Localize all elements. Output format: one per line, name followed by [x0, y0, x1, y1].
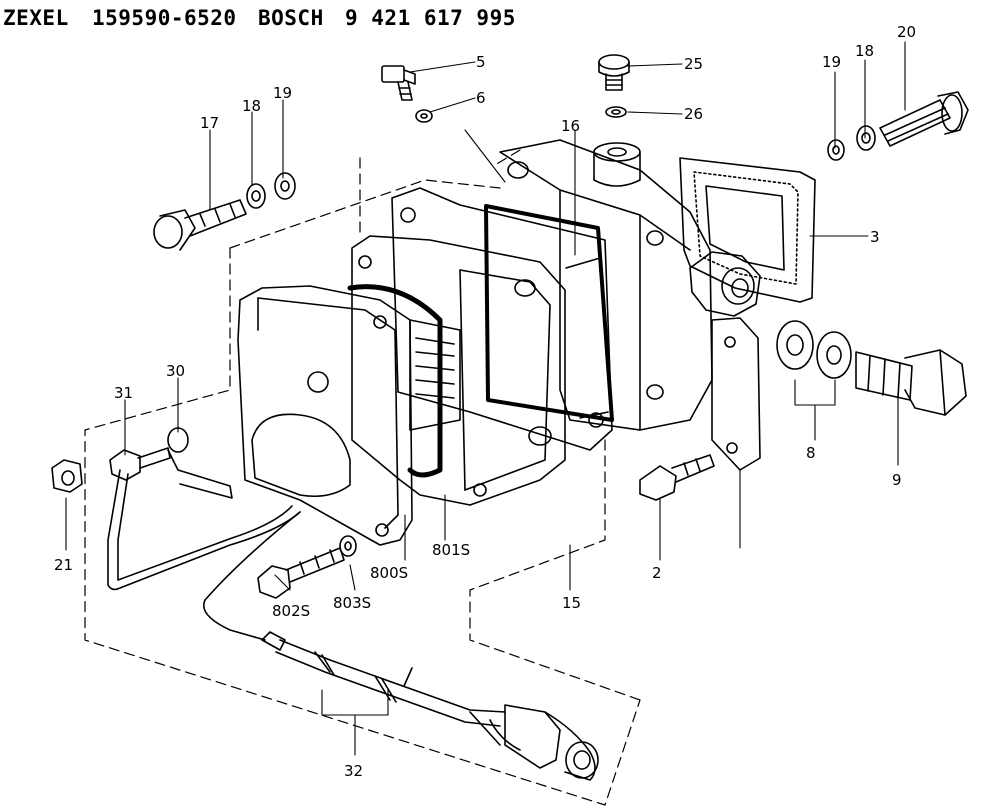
callout-label-19b: 19: [273, 84, 292, 102]
callout-label-9: 9: [892, 471, 902, 489]
bracket-plate-part: [711, 317, 761, 471]
bolt-802s-part: [257, 547, 345, 599]
wire-harness-loop-part: [107, 469, 301, 641]
dashed-assembly-outline: [84, 149, 641, 806]
hex-fitting-part: [689, 251, 761, 317]
middle-frame-part: [391, 187, 614, 451]
washer-18-right-part: [856, 125, 876, 151]
callout-label-802s: 802S: [272, 602, 310, 620]
callout-label-8: 8: [806, 444, 816, 462]
callout-label-803s: 803S: [333, 594, 371, 612]
connector-cable-part: [261, 631, 599, 781]
callout-label-5: 5: [476, 53, 486, 71]
washer-8-a-part: [776, 320, 814, 370]
callout-label-25: 25: [684, 55, 703, 73]
washer-19-right-part: [827, 139, 845, 161]
nut-21-part: [51, 459, 83, 493]
callout-label-26: 26: [684, 105, 703, 123]
callout-label-18a: 18: [855, 42, 874, 60]
callout-label-15: 15: [562, 594, 581, 612]
washer-8-b-part: [816, 331, 852, 379]
leader-lines: [65, 41, 906, 756]
screw-2-part: [639, 454, 715, 501]
callout-label-32: 32: [344, 762, 363, 780]
screw-25-part: [598, 54, 630, 91]
callout-label-800s: 800S: [370, 564, 408, 582]
washer-19-left-part: [274, 172, 296, 200]
callout-label-17: 17: [200, 114, 219, 132]
rear-housing-part: [499, 139, 713, 431]
callout-label-21: 21: [54, 556, 73, 574]
gasket-3-part: [679, 157, 816, 303]
callout-label-16: 16: [561, 117, 580, 135]
callout-label-30: 30: [166, 362, 185, 380]
screw-5-part: [381, 65, 416, 101]
diagram-header: ZEXEL 159590-6520 BOSCH 9 421 617 995: [0, 0, 986, 40]
washer-803s-part: [339, 535, 357, 557]
inner-housing-part: [351, 235, 566, 506]
front-cover-part: [237, 285, 413, 546]
callout-label-19a: 19: [822, 53, 841, 71]
brand-zexel: ZEXEL: [3, 6, 69, 30]
bracket-30-part: [167, 427, 233, 499]
callout-label-3: 3: [870, 228, 880, 246]
washer-18-left-part: [246, 183, 266, 209]
washer-6-part: [415, 109, 433, 123]
callout-label-20: 20: [897, 23, 916, 41]
bolt-9-part: [855, 349, 967, 416]
callout-label-801s: 801S: [432, 541, 470, 559]
callout-label-18b: 18: [242, 97, 261, 115]
callout-labels: 5 6 25 26 16 19 18 20 17 18 19 3 31 30 8 9 21 2 801S 800S 80…: [54, 23, 916, 780]
bolt-17-part: [153, 199, 247, 251]
oring-801s-part: [347, 284, 443, 478]
part-number-zexel: 159590-6520: [92, 6, 237, 30]
part-number-bosch: 9 421 617 995: [345, 6, 516, 30]
brand-bosch: BOSCH: [258, 6, 324, 30]
callout-label-6: 6: [476, 89, 486, 107]
bolt-20-part: [879, 91, 969, 147]
callout-label-2: 2: [652, 564, 662, 582]
callout-label-31: 31: [114, 384, 133, 402]
washer-26-part: [605, 106, 627, 118]
